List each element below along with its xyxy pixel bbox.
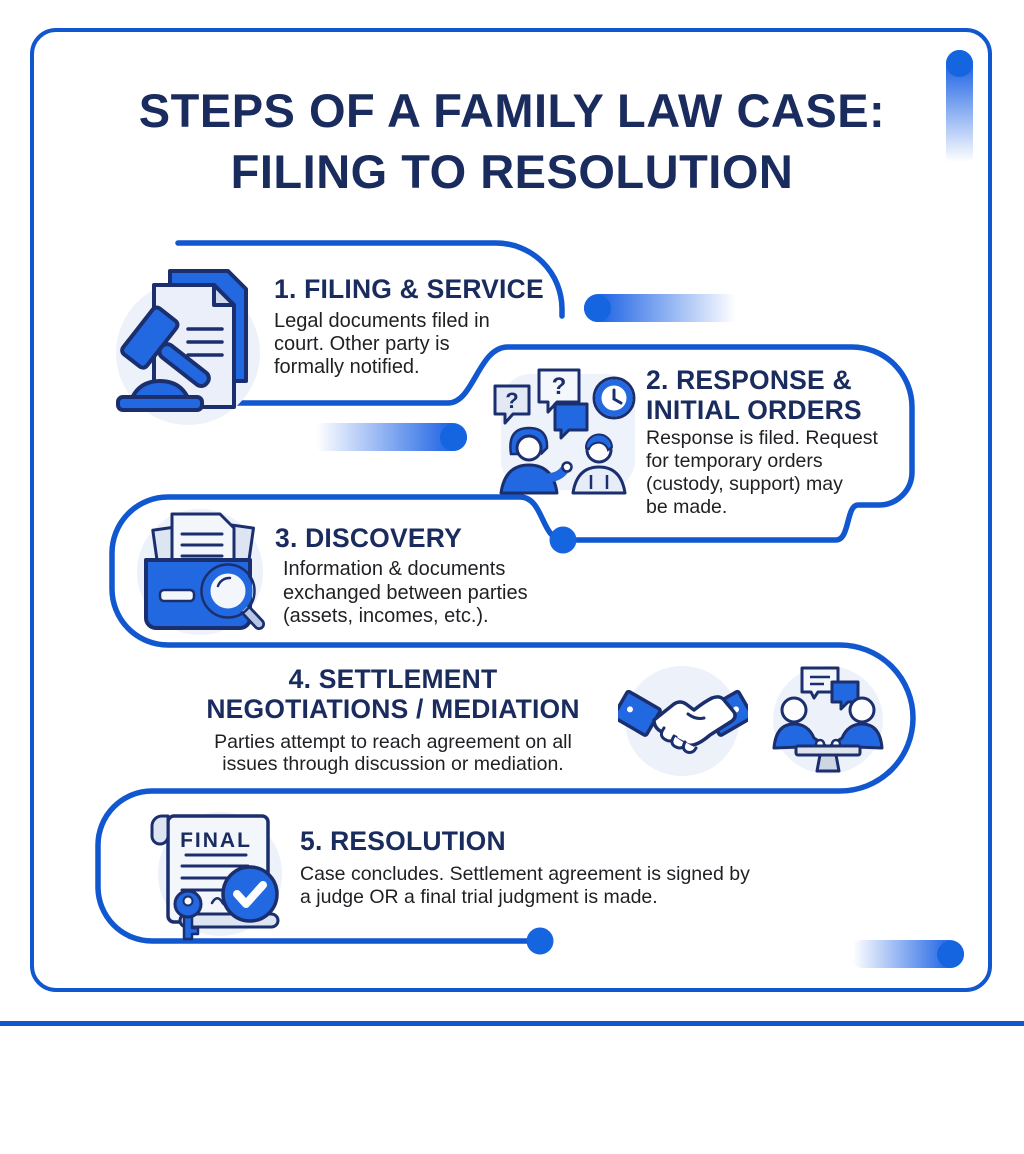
step2-title-line: 2. RESPONSE & xyxy=(646,365,852,395)
step1-title: 1. FILING & SERVICE xyxy=(274,274,544,304)
step2-title-line: INITIAL ORDERS xyxy=(646,395,862,425)
step4-description: Parties attempt to reach agreement on al… xyxy=(148,731,638,775)
step5-title-line: 5. RESOLUTION xyxy=(300,826,506,856)
step1-desc-line: court. Other party is xyxy=(274,333,450,355)
step3-title: 3. DISCOVERY xyxy=(275,523,462,553)
step3-desc-line: Information & documents xyxy=(283,558,506,580)
handshake-icon xyxy=(618,666,748,776)
page-title-line1: STEPS OF A FAMILY LAW CASE: xyxy=(138,84,886,137)
step3-title-line: 3. DISCOVERY xyxy=(275,523,462,553)
step2-title: 2. RESPONSE & INITIAL ORDERS xyxy=(646,365,862,425)
step4-title: 4. SETTLEMENT NEGOTIATIONS / MEDIATION xyxy=(148,664,638,724)
people-discussion-icon: ? ? xyxy=(493,368,636,495)
comet-mid-left-dot xyxy=(440,423,467,451)
step2-desc-line: (custody, support) may xyxy=(646,473,843,495)
step3-desc-line: (assets, incomes, etc.). xyxy=(283,605,489,627)
final-judgment-icon: FINAL xyxy=(150,812,282,941)
step1-title-line: 1. FILING & SERVICE xyxy=(274,274,544,304)
step5-desc-line: Case concludes. Settlement agreement is … xyxy=(300,863,750,885)
final-label: FINAL xyxy=(180,829,252,852)
discovery-folder-icon xyxy=(137,509,265,635)
step5-description: Case concludes. Settlement agreement is … xyxy=(300,863,750,909)
step2-desc-line: be made. xyxy=(646,496,728,518)
step2-desc-line: for temporary orders xyxy=(646,450,823,472)
step4-desc-line: Parties attempt to reach agreement on al… xyxy=(214,731,572,753)
step1-description: Legal documents filed in court. Other pa… xyxy=(274,310,490,379)
question-mark-glyph: ? xyxy=(552,373,567,400)
step4-title-line: 4. SETTLEMENT xyxy=(288,664,498,694)
infographic-border xyxy=(30,28,992,992)
step2-description: Response is filed. Request for temporary… xyxy=(646,427,878,519)
step3-desc-line: exchanged between parties xyxy=(283,581,528,604)
comet-top-right-dot xyxy=(946,50,973,77)
step4-title-line: NEGOTIATIONS / MEDIATION xyxy=(206,694,580,724)
step1-desc-line: formally notified. xyxy=(274,356,420,378)
step1-desc-line: Legal documents filed in xyxy=(274,310,490,332)
step2-desc-line: Response is filed. Request xyxy=(646,427,878,449)
question-mark-glyph: ? xyxy=(505,388,518,413)
step5-title: 5. RESOLUTION xyxy=(300,826,506,856)
page-title: STEPS OF A FAMILY LAW CASE: FILING TO RE… xyxy=(0,80,1024,202)
mediation-table-icon xyxy=(772,666,884,774)
step4-desc-line: issues through discussion or mediation. xyxy=(222,753,564,775)
comet-step1-right-dot xyxy=(584,294,611,322)
step5-desc-line: a judge OR a final trial judgment is mad… xyxy=(300,886,658,908)
comet-bottom-right-dot xyxy=(937,940,964,968)
gavel-document-icon xyxy=(116,269,260,425)
step3-description: Information & documents exchanged betwee… xyxy=(283,558,528,629)
page-title-line2: FILING TO RESOLUTION xyxy=(230,145,794,198)
bottom-divider-line xyxy=(0,1021,1024,1026)
